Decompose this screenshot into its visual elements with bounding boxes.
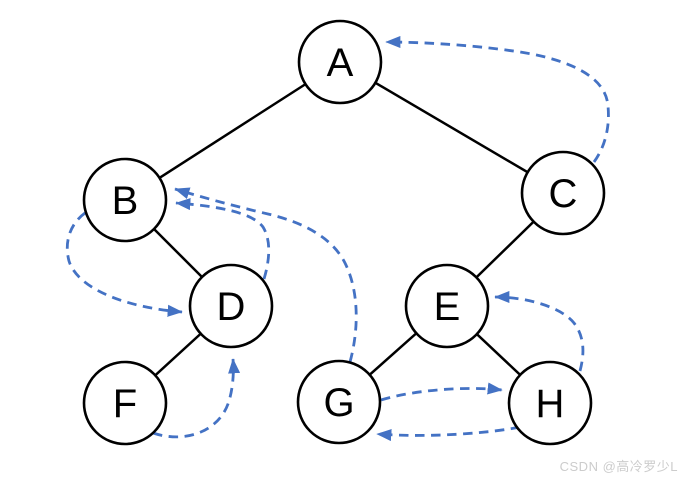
thread-arrow-G-B	[174, 187, 358, 363]
tree-node-G: G	[296, 359, 382, 445]
thread-arrow-H-G	[376, 425, 521, 442]
node-circle-G	[296, 359, 382, 445]
thread-arrow-C-A	[385, 35, 610, 163]
node-circle-B	[82, 157, 168, 243]
tree-node-F: F	[82, 360, 168, 446]
csdn-watermark: CSDN @高冷罗少L	[559, 459, 678, 474]
thread-arrow-F-D	[152, 358, 241, 439]
node-label-F: F	[113, 382, 137, 426]
node-circle-A	[297, 19, 383, 105]
node-label-C: C	[549, 172, 578, 216]
tree-node-D: D	[188, 263, 274, 349]
thread-arrow-B-D	[65, 211, 183, 317]
node-label-H: H	[536, 382, 565, 426]
node-label-B: B	[112, 179, 139, 223]
thread-arrow-H-E	[494, 290, 585, 372]
node-label-G: G	[323, 381, 354, 425]
tree-edge-A-C	[339, 60, 564, 195]
tree-node-H: H	[507, 360, 593, 446]
node-circle-H	[507, 360, 593, 446]
tree-node-B: B	[82, 157, 168, 243]
node-label-A: A	[327, 41, 354, 85]
thread-arrow-D-B	[175, 198, 271, 280]
node-circle-E	[404, 263, 490, 349]
thread-arrow-G-H	[380, 382, 503, 402]
node-label-D: D	[217, 285, 246, 329]
node-circle-C	[520, 150, 606, 236]
node-circle-D	[188, 263, 274, 349]
tree-edge-A-B	[124, 60, 341, 202]
node-label-E: E	[434, 285, 461, 329]
tree-node-C: C	[520, 150, 606, 236]
tree-node-A: A	[297, 19, 383, 105]
node-circle-F	[82, 360, 168, 446]
tree-node-E: E	[404, 263, 490, 349]
